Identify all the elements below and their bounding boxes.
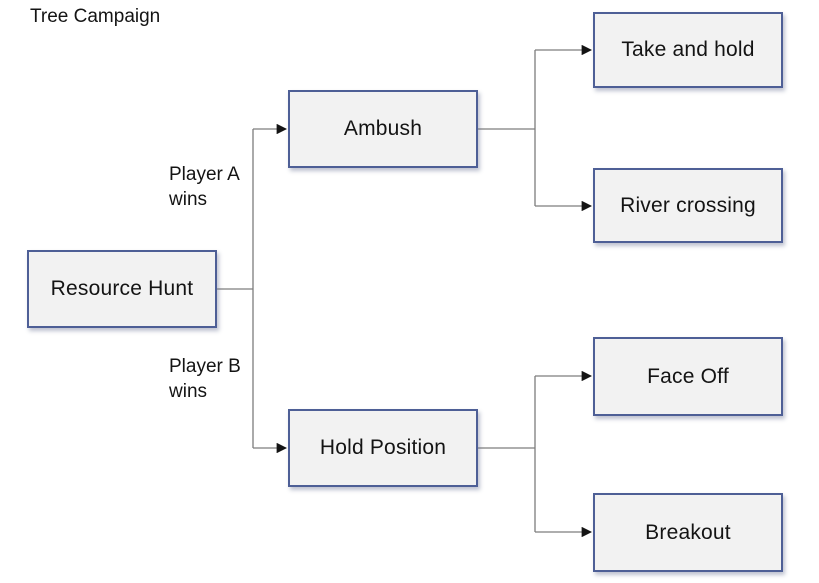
- node-ambush-label: Ambush: [343, 117, 423, 140]
- node-resource-hunt[interactable]: Resource Hunt: [27, 250, 217, 328]
- edge-label-player-a-wins: Player A wins: [169, 162, 240, 212]
- node-take-and-hold-label: Take and hold: [621, 38, 755, 61]
- node-face-off[interactable]: Face Off: [593, 337, 783, 416]
- node-take-and-hold[interactable]: Take and hold: [593, 12, 783, 88]
- node-hold-position-label: Hold Position: [319, 436, 447, 459]
- node-hold-position[interactable]: Hold Position: [288, 409, 478, 487]
- node-river-crossing-label: River crossing: [620, 193, 756, 217]
- node-ambush[interactable]: Ambush: [288, 90, 478, 168]
- edge-label-player-b-wins: Player B wins: [169, 354, 241, 404]
- node-breakout[interactable]: Breakout: [593, 493, 783, 572]
- node-river-crossing[interactable]: River crossing: [593, 168, 783, 243]
- edge-label-player-a-line1: Player A: [169, 164, 240, 185]
- edge-label-player-b-line2: wins: [169, 381, 208, 402]
- node-resource-hunt-label: Resource Hunt: [50, 277, 194, 300]
- diagram-title: Tree Campaign: [30, 6, 161, 27]
- edge-label-player-a-line2: wins: [169, 189, 208, 210]
- edge-label-player-b-line1: Player B: [169, 356, 241, 377]
- node-breakout-label: Breakout: [645, 520, 731, 544]
- node-face-off-label: Face Off: [647, 364, 729, 388]
